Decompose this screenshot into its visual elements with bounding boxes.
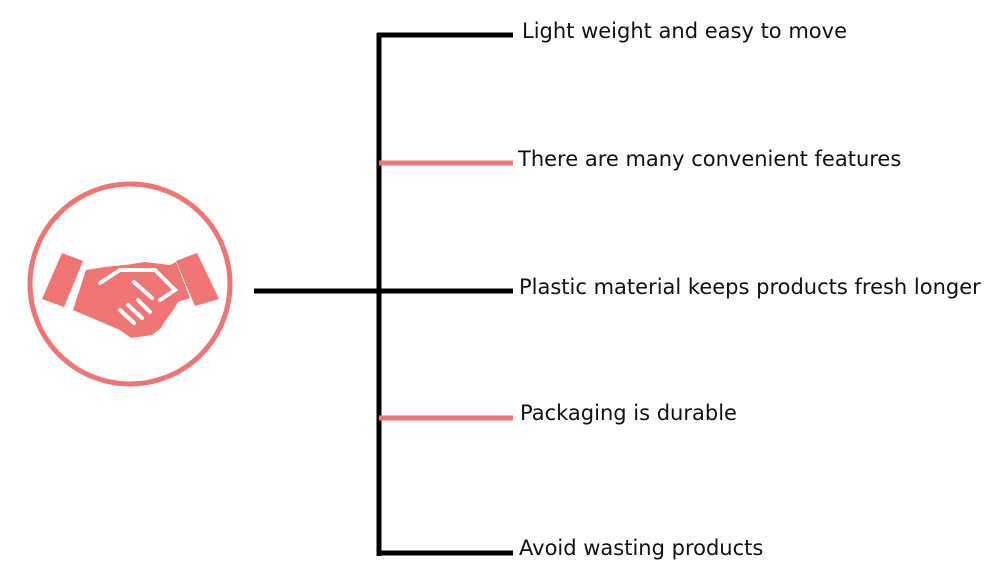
handshake-icon: [42, 253, 219, 338]
handshake-circle: [27, 181, 233, 387]
item-label-2: There are many convenient features: [518, 147, 902, 171]
item-label-5: Avoid wasting products: [519, 536, 764, 560]
item-label-4: Packaging is durable: [520, 401, 737, 425]
item-label-3: Plastic material keeps products fresh lo…: [519, 275, 981, 299]
item-label-1: Light weight and easy to move: [522, 19, 847, 43]
